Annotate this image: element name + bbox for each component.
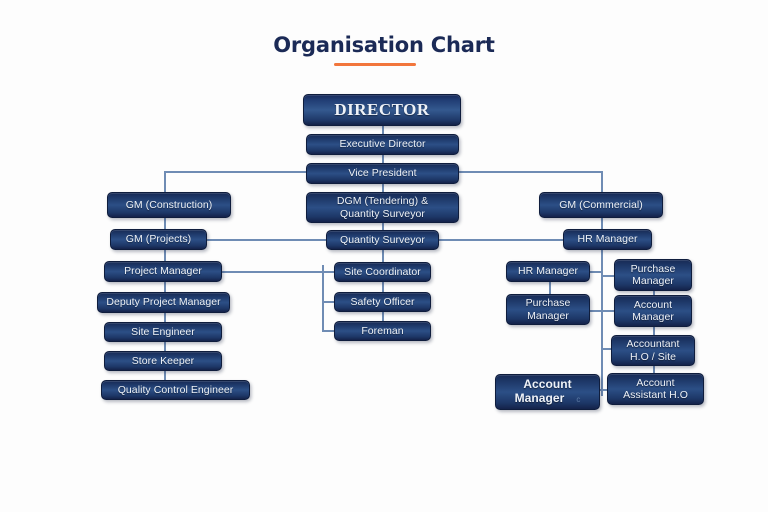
line-middle-branch-foreman: [322, 330, 334, 332]
node-safety-officer-label: Safety Officer: [350, 295, 415, 308]
watermark-mark: c: [576, 395, 581, 404]
node-safety-officer[interactable]: Safety Officer: [334, 292, 431, 312]
node-account-assistant-ho-line1: Account: [636, 376, 675, 389]
node-purchase-manager-right[interactable]: Purchase Manager: [614, 259, 692, 291]
line-vp-drop-right: [601, 171, 603, 192]
node-vice-president[interactable]: Vice President: [306, 163, 459, 184]
node-project-manager-label: Project Manager: [124, 265, 202, 278]
line-hrtop-rightgroup: [601, 250, 603, 396]
node-executive-director[interactable]: Executive Director: [306, 134, 459, 155]
line-hrmanager-purchasemanager: [549, 282, 551, 294]
node-accountant-ho-site-line1: Accountant: [626, 338, 680, 350]
node-site-engineer-label: Site Engineer: [131, 325, 195, 338]
node-purchase-manager-right-line2: Manager: [632, 275, 674, 287]
line-director-exec: [382, 126, 384, 135]
node-purchase-manager-left-line2: Manager: [527, 309, 569, 322]
node-account-assistant-ho-line2: Assistant H.O: [623, 389, 688, 401]
node-vice-president-label: Vice President: [348, 167, 417, 180]
node-account-manager-highlight[interactable]: Account Manager c: [495, 374, 600, 410]
line-level4-tie-left: [207, 239, 326, 241]
node-hr-manager-top[interactable]: HR Manager: [563, 229, 652, 250]
node-quality-control-engineer-label: Quality Control Engineer: [117, 383, 234, 396]
node-gm-commercial[interactable]: GM (Commercial): [539, 192, 663, 218]
title-underline-rule: [334, 63, 416, 66]
line-vp-bus-left: [164, 171, 306, 173]
node-site-coordinator-label: Site Coordinator: [344, 265, 421, 278]
line-right-branch-purchase-l: [589, 310, 602, 312]
line-middle-bracket-spine: [322, 265, 324, 331]
line-accountmanager-accountant: [653, 327, 655, 336]
node-accountant-ho-site[interactable]: Accountant H.O / Site: [611, 335, 695, 366]
node-store-keeper[interactable]: Store Keeper: [104, 351, 222, 371]
line-right-branch-hrmanager: [589, 271, 602, 273]
node-account-manager-highlight-line1: Account: [523, 377, 572, 391]
line-gmconstruction-gmprojects: [164, 218, 166, 230]
node-gm-commercial-label: GM (Commercial): [559, 198, 643, 211]
node-site-coordinator[interactable]: Site Coordinator: [334, 262, 431, 282]
node-quantity-surveyor-label: Quantity Surveyor: [340, 233, 425, 246]
node-store-keeper-label: Store Keeper: [131, 354, 195, 367]
line-left-column-spine-2: [164, 313, 166, 323]
node-gm-construction-label: GM (Construction): [125, 198, 213, 211]
line-level4-tie-right: [439, 239, 563, 241]
line-sitecoordinator-safetyofficer: [382, 282, 384, 293]
line-projectmanager-sitecoordinator: [222, 271, 332, 273]
line-left-column-spine-1: [164, 282, 166, 294]
line-vp-drop-left: [164, 171, 166, 192]
node-foreman-label: Foreman: [361, 324, 404, 337]
line-left-column-spine-3: [164, 342, 166, 352]
line-safetyofficer-foreman: [382, 312, 384, 322]
line-vp-drop-center: [382, 183, 384, 192]
line-exec-vp: [382, 155, 384, 163]
line-right-branch-purchase-r: [601, 275, 614, 277]
node-account-manager-line2: Manager: [632, 311, 674, 323]
node-accountant-ho-site-line2: H.O / Site: [629, 350, 676, 363]
line-middle-branch-sitecoordinator: [322, 271, 334, 273]
node-director[interactable]: DIRECTOR: [303, 94, 461, 126]
node-purchase-manager-right-line1: Purchase: [630, 262, 676, 275]
line-qs-sitecoordinator: [382, 250, 384, 262]
node-dgm-tendering-line2: Quantity Surveyor: [340, 207, 425, 220]
node-hr-manager-label: HR Manager: [517, 265, 579, 278]
page-title: Organisation Chart: [273, 33, 495, 57]
node-deputy-project-manager-label: Deputy Project Manager: [106, 296, 221, 309]
line-gmprojects-projectmanager: [164, 250, 166, 262]
node-dgm-tendering-line1: DGM (Tendering) &: [336, 195, 429, 207]
node-gm-projects[interactable]: GM (Projects): [110, 229, 207, 250]
node-hr-manager-top-label: HR Manager: [577, 233, 638, 246]
node-deputy-project-manager[interactable]: Deputy Project Manager: [97, 292, 230, 313]
node-gm-construction[interactable]: GM (Construction): [107, 192, 231, 218]
line-middle-branch-safetyofficer: [322, 301, 334, 303]
node-account-manager-highlight-line2: Manager: [514, 391, 565, 405]
node-project-manager[interactable]: Project Manager: [104, 261, 222, 282]
line-right-branch-accountmanager: [601, 310, 614, 312]
node-purchase-manager-left[interactable]: Purchase Manager: [506, 294, 590, 325]
node-purchase-manager-left-line1: Purchase: [525, 297, 571, 309]
node-account-manager-line1: Account: [633, 298, 673, 311]
node-account-assistant-ho[interactable]: Account Assistant H.O: [607, 373, 704, 405]
line-accountant-assistant: [653, 366, 655, 377]
node-site-engineer[interactable]: Site Engineer: [104, 322, 222, 342]
page-title-wrap: Organisation Chart: [0, 32, 768, 58]
node-hr-manager[interactable]: HR Manager: [506, 261, 590, 282]
node-foreman[interactable]: Foreman: [334, 321, 431, 341]
node-dgm-tendering[interactable]: DGM (Tendering) & Quantity Surveyor: [306, 192, 459, 223]
line-dgm-qs: [382, 223, 384, 231]
node-executive-director-label: Executive Director: [339, 138, 426, 151]
line-left-column-spine-4: [164, 371, 166, 381]
line-right-branch-accountant: [601, 348, 614, 350]
line-vp-bus-right: [459, 171, 602, 173]
node-director-label: DIRECTOR: [334, 99, 430, 119]
node-gm-projects-label: GM (Projects): [125, 233, 192, 246]
node-quantity-surveyor[interactable]: Quantity Surveyor: [326, 230, 439, 250]
node-quality-control-engineer[interactable]: Quality Control Engineer: [101, 380, 250, 400]
line-gmcommercial-hr: [601, 218, 603, 230]
node-account-manager[interactable]: Account Manager: [614, 295, 692, 327]
